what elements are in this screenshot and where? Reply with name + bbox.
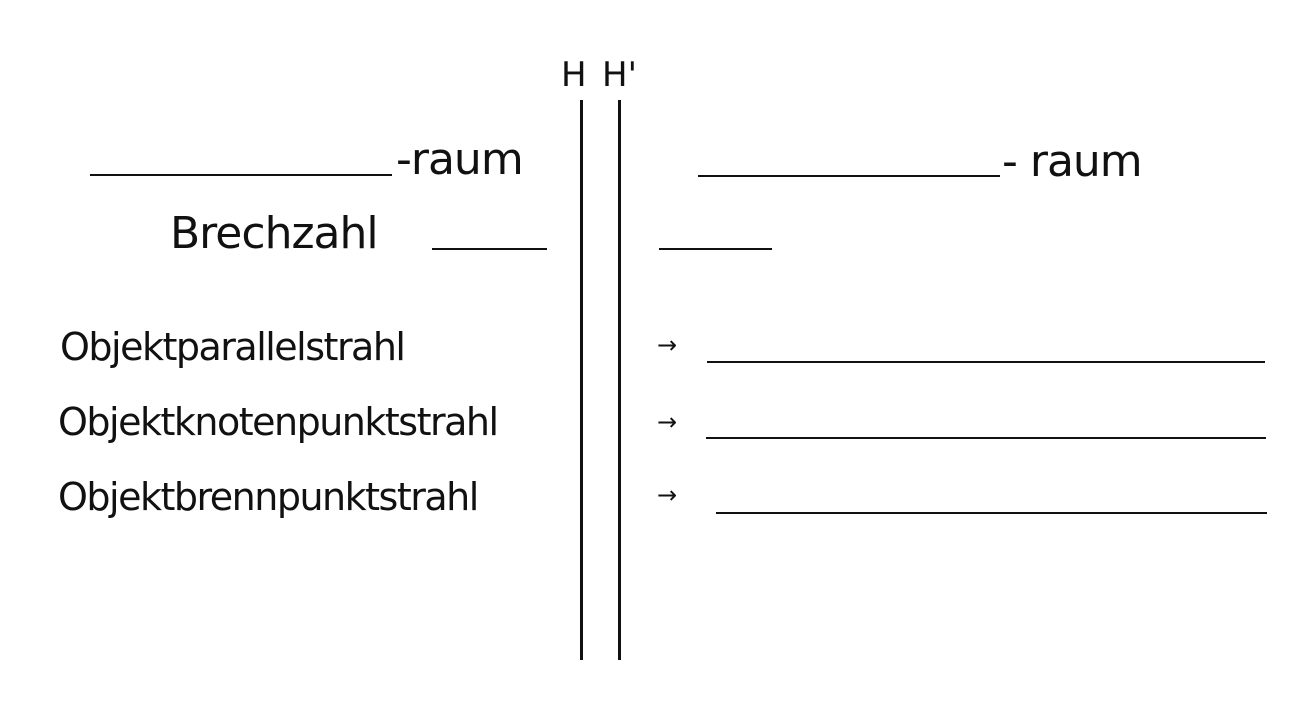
image-space-suffix: - raum — [1002, 136, 1143, 187]
object-space-suffix: -raum — [396, 134, 524, 185]
arrow-icon: → — [657, 408, 678, 436]
ray-label-knotenpunkt: Objektknotenpunktstrahl — [58, 400, 499, 444]
ray-label-brennpunkt: Objektbrennpunktstrahl — [58, 475, 479, 519]
plane-h-prime-label: H' — [602, 55, 637, 95]
brennpunkt-ray-answer-blank[interactable] — [716, 512, 1267, 514]
plane-h-prime-line — [618, 100, 621, 660]
knotenpunkt-ray-answer-blank[interactable] — [706, 437, 1266, 439]
ray-label-parallel: Objektparallelstrahl — [60, 325, 406, 369]
plane-h-line — [580, 100, 583, 660]
arrow-icon: → — [657, 481, 678, 509]
image-space-blank[interactable] — [698, 175, 1000, 177]
plane-h-label: H — [561, 55, 587, 95]
object-space-blank[interactable] — [90, 174, 392, 176]
arrow-icon: → — [657, 331, 678, 359]
object-brechzahl-blank[interactable] — [432, 248, 547, 250]
image-brechzahl-blank[interactable] — [659, 248, 772, 250]
parallel-ray-answer-blank[interactable] — [707, 361, 1265, 363]
brechzahl-label: Brechzahl — [170, 208, 379, 259]
